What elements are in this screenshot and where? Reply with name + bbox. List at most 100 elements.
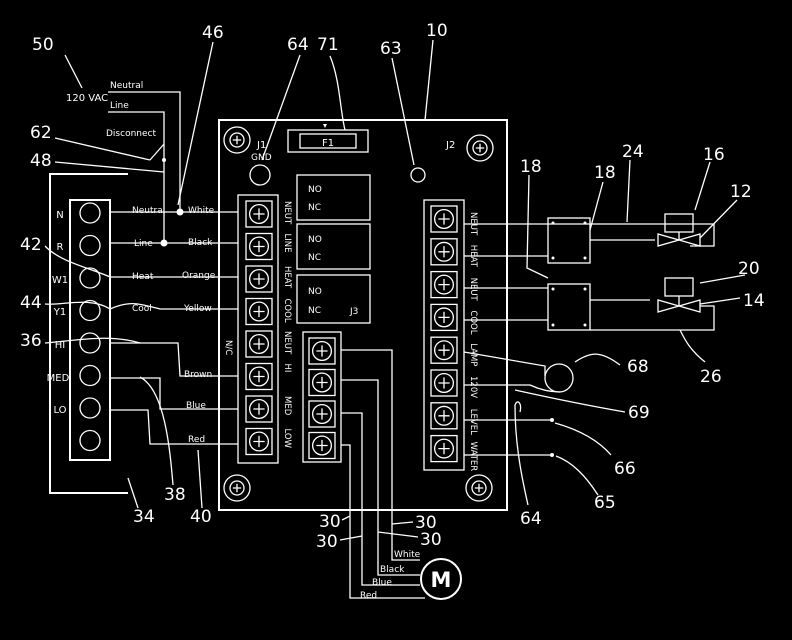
supply-neutral-label: Neutral	[110, 81, 143, 91]
ref-42: 42	[20, 235, 42, 255]
wire-label-line: Line	[134, 239, 153, 249]
right-terminal-screw	[430, 336, 458, 364]
leader-48	[54, 161, 165, 173]
ref-69: 69	[628, 403, 650, 423]
ref-46: 46	[202, 23, 224, 43]
wire-color-blue: Blue	[186, 401, 206, 411]
wire-color-red: Red	[188, 435, 205, 445]
ref-48: 48	[30, 151, 52, 171]
ref-64b: 64	[520, 509, 542, 529]
leader-16	[694, 161, 711, 211]
strip-terminal	[79, 234, 101, 257]
screw-icon	[433, 241, 455, 262]
leader-36	[44, 337, 141, 344]
relay-1-no: NO	[308, 185, 322, 195]
leader-40	[197, 449, 203, 509]
screw-icon	[433, 438, 455, 459]
fuse-holder	[287, 129, 369, 153]
ref-40: 40	[190, 507, 212, 527]
wire-color-brown: Brown	[184, 370, 212, 380]
leader-63	[391, 57, 415, 166]
left-block-label: COOL	[282, 299, 292, 323]
box-screw	[551, 256, 555, 260]
box-screw	[551, 287, 555, 291]
right-block-label: LEVEL	[468, 409, 478, 435]
screw-icon	[433, 372, 455, 394]
left-block-label: NEUT	[282, 331, 292, 355]
ref-24: 24	[622, 142, 644, 162]
neutral-junction	[176, 208, 184, 216]
terminal-label-r: R	[57, 242, 64, 253]
left-terminal-screw	[245, 297, 273, 326]
wire-cool	[109, 303, 238, 310]
strip-terminal	[79, 364, 101, 387]
ref-14: 14	[743, 291, 765, 311]
leader-46	[177, 41, 214, 206]
motor-terminal-block	[302, 331, 342, 463]
leader-30a	[341, 515, 351, 521]
ref-18a: 18	[520, 157, 542, 177]
box-screw	[583, 287, 587, 291]
ref-30a: 30	[319, 512, 341, 532]
leader-38	[139, 376, 174, 486]
disconnect-label: Disconnect	[106, 129, 156, 139]
thermostat-terminal-panel: N R W1 Y1 HI MED LO	[47, 173, 128, 494]
screw-icon	[311, 435, 333, 456]
motor-wire-blue	[341, 412, 420, 586]
leader-42	[44, 245, 111, 278]
indicator-led	[410, 167, 426, 183]
relay-2-nc: NC	[308, 253, 321, 263]
wire-cool-return	[590, 305, 715, 331]
left-terminal-screw	[245, 265, 273, 293]
right-block-label: NEUT	[468, 278, 478, 302]
strip-terminal	[79, 332, 101, 354]
leader-18a	[526, 174, 549, 279]
left-terminal-screw	[245, 200, 273, 228]
ref-66: 66	[614, 459, 636, 479]
cool-valve-actuator	[664, 277, 694, 297]
leader-12	[699, 199, 738, 239]
motor-terminal-screw	[308, 400, 336, 428]
terminal-strip	[69, 199, 111, 461]
heat-valve-body-icon	[657, 233, 701, 247]
ref-10: 10	[426, 21, 448, 41]
left-block-label: HEAT	[282, 266, 292, 289]
leader-71	[329, 55, 346, 131]
ground-terminal	[249, 164, 271, 186]
wire-lamp	[463, 351, 546, 376]
motor-circle	[420, 558, 462, 600]
wire-red	[110, 409, 238, 445]
ref-26: 26	[700, 367, 722, 387]
valve-wiring	[463, 213, 715, 457]
screw-icon	[311, 372, 333, 393]
junction-box-cool	[547, 283, 591, 331]
relay-3-no: NO	[308, 287, 322, 297]
leader-30d	[377, 531, 419, 538]
leader-24	[626, 159, 631, 223]
box-screw	[551, 221, 555, 225]
screw-icon	[229, 132, 245, 148]
right-terminal-screw	[430, 238, 458, 266]
wire-color-orange: Orange	[182, 271, 216, 281]
wire-label-cool: Cool	[132, 304, 152, 314]
fuse	[299, 133, 357, 149]
left-terminal-screw	[245, 395, 273, 423]
ref-71: 71	[317, 35, 339, 55]
screw-icon	[248, 366, 270, 387]
ref-38: 38	[164, 485, 186, 505]
power-supply: 120 VAC Neutral Line Disconnect	[66, 81, 181, 243]
right-block-label: LAMP	[468, 343, 478, 366]
ref-18b: 18	[594, 163, 616, 183]
water-probe-b	[550, 453, 554, 457]
strip-terminal	[79, 267, 101, 289]
terminal-label-n: N	[56, 210, 63, 221]
left-terminal-screw	[245, 427, 273, 456]
leader-68	[574, 353, 621, 366]
j1-label: J1	[256, 140, 266, 151]
wire-color-black: Black	[188, 238, 213, 248]
panel-outline	[49, 173, 128, 494]
motor-symbol: M	[431, 568, 452, 592]
motor-wire-label-white: White	[394, 550, 421, 560]
box-screw	[583, 221, 587, 225]
left-block-label: MED	[282, 396, 292, 416]
